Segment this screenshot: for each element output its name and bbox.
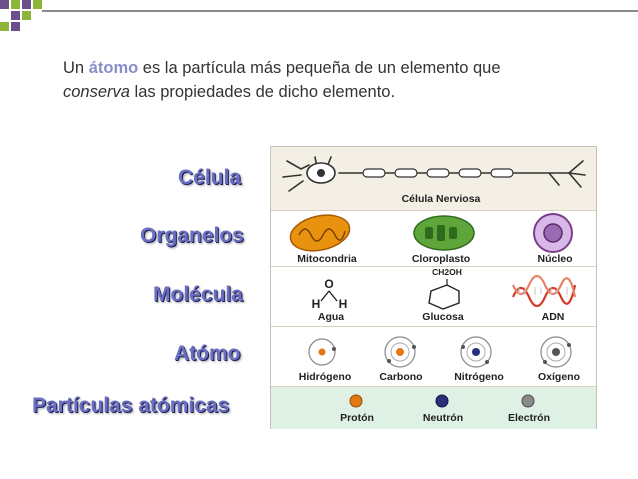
level-celula: Célula [178,166,242,189]
caption-nitrogeno: Nitrógeno [454,371,504,383]
band-organelos: Mitocondria Cloroplasto Núcleo [271,211,596,267]
intro-italic: conserva [63,83,130,101]
glucose-ring-icon [428,279,460,310]
caption-carbono: Carbono [379,371,423,383]
intro-highlight: átomo [88,59,139,77]
chloroplast-icon [413,215,475,251]
corner-decoration [0,0,60,40]
caption-glucosa: Glucosa [422,311,464,323]
glucose-group: CH2OH [432,267,462,277]
band-molecula: O H H CH2OH Agua Glucosa ADN [271,267,596,327]
caption-proton: Protón [340,412,374,424]
band-particulas: Protón Neutrón Electrón [271,387,596,429]
level-atomo: Atómo [174,342,241,365]
band-atomo: Hidrógeno Carbono Nitrógeno Oxígeno [271,327,596,387]
level-molecula: Molécula [153,283,243,306]
level-particulas: Partículas atómicas [32,394,230,417]
mitochondria-icon [289,214,351,252]
intro-text: Un átomo es la partícula más pequeña de … [63,56,623,104]
water-hydrogen-left: H [311,297,321,311]
levels-panel: Célula Nerviosa Mitocondria Cloroplasto … [270,146,597,429]
caption-cloroplasto: Cloroplasto [411,253,471,265]
level-organelos: Organelos [140,224,244,247]
hydrogen-atom-icon [308,338,336,366]
caption-celula-nerviosa: Célula Nerviosa [401,193,481,205]
water-oxygen: O [324,277,334,291]
intro-part1: Un [63,59,89,77]
caption-electron: Electrón [507,412,551,424]
neutron-icon [435,394,449,408]
electron-icon [521,394,535,408]
caption-mitocondria: Mitocondria [297,253,357,265]
intro-part2: es la partícula más pequeña de un elemen… [138,59,501,77]
intro-part3: las propiedades de dicho elemento. [129,83,396,101]
carbon-atom-icon [384,336,416,368]
caption-adn: ADN [541,311,565,323]
water-bonds-icon [320,290,338,302]
proton-icon [349,394,363,408]
caption-agua: Agua [317,311,345,323]
caption-nucleo: Núcleo [537,253,573,265]
neuron-icon [282,156,586,192]
water-hydrogen-right: H [338,297,348,311]
nucleus-icon [533,213,573,253]
band-celula: Célula Nerviosa [271,147,596,211]
top-divider [42,10,638,12]
caption-oxigeno: Oxígeno [537,371,581,383]
oxygen-atom-icon [540,336,572,368]
caption-neutron: Neutrón [422,412,464,424]
caption-hidrogeno: Hidrógeno [298,371,352,383]
dna-icon [511,275,577,307]
nitrogen-atom-icon [460,336,492,368]
